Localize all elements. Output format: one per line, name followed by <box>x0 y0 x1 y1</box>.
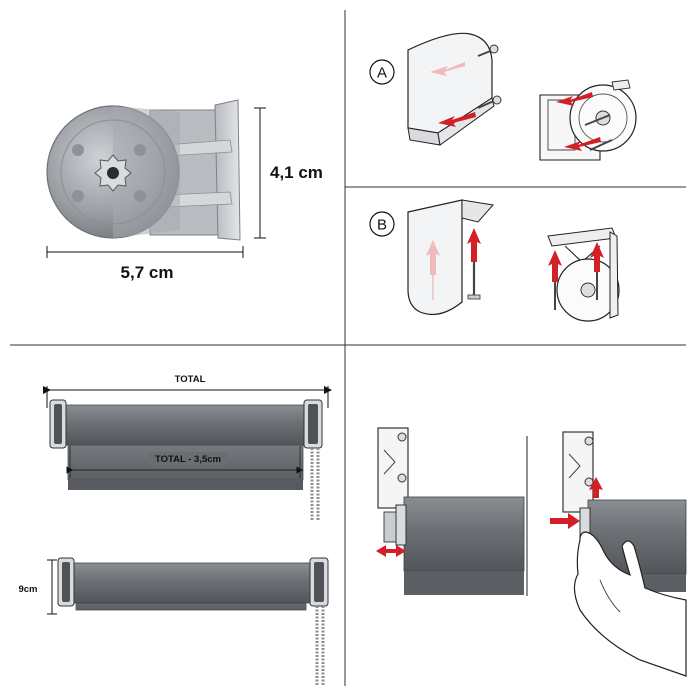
height-9cm-label: 9cm <box>18 584 37 595</box>
arrow-left-icon <box>438 112 476 127</box>
step-a: A <box>369 32 637 161</box>
height-dimension-label: 4,1 cm <box>270 163 323 182</box>
height-9-measure <box>47 559 57 615</box>
step-b-badge: B <box>377 217 387 234</box>
double-arrow-icon <box>376 545 406 557</box>
arrow-left-icon <box>556 92 593 106</box>
fabric-measure <box>66 446 304 478</box>
grid-dividers <box>10 10 686 686</box>
step-b: B <box>369 199 620 322</box>
hand-icon <box>573 531 687 677</box>
arrow-up-icon <box>590 242 604 272</box>
arrow-left-icon <box>564 137 601 151</box>
dimension-lines <box>46 107 266 258</box>
ghost-arrow-up-icon <box>426 240 440 275</box>
total-width-label: TOTAL <box>175 374 206 385</box>
arrow-right-icon <box>550 513 580 529</box>
arrow-up-icon <box>548 250 562 282</box>
blind-total-measure <box>43 386 332 408</box>
ghost-arrow-left-icon <box>430 62 465 76</box>
width-dimension-label: 5,7 cm <box>121 263 174 282</box>
arrow-up-icon <box>467 228 481 262</box>
screw-icon <box>477 44 502 109</box>
step-a-badge: A <box>377 65 387 82</box>
fabric-width-label: TOTAL - 3,5cm <box>155 454 221 465</box>
roller-blind-short <box>57 557 329 686</box>
end-cap-illustration <box>46 99 241 241</box>
mounting-step-2 <box>550 431 687 677</box>
arrow-up-icon <box>589 477 603 498</box>
mounting-step-1 <box>376 427 528 596</box>
